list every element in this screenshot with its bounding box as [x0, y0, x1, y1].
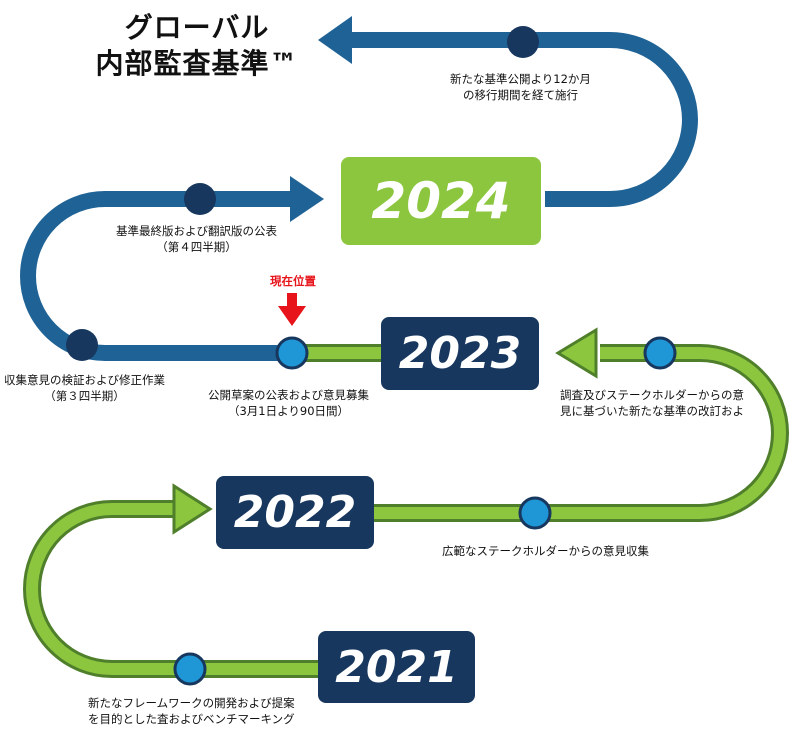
green-track-right-inner: [374, 347, 787, 519]
milestone-label-final-publish-line2: （第４四半期）: [156, 240, 237, 254]
year-badge-2023: 2023: [381, 317, 539, 390]
milestone-label-review-revise-line2: （第３四半期）: [44, 389, 125, 403]
milestone-label-public-comment-line1: 公開草案の公表および意見募集: [208, 388, 369, 402]
milestone-label-benchmarking-line1: 新たなフレームワークの開発および提案: [88, 696, 295, 710]
arrow-head-2024: [290, 176, 324, 222]
current-position-arrow-icon: [278, 293, 306, 326]
milestone-dot-transition: [507, 26, 539, 58]
milestone-label-benchmarking-line2: を目的とした査およびベンチマーキング: [88, 712, 295, 726]
milestone-label-research-revise-line1: 調査及びステークホルダーからの意: [560, 388, 744, 402]
milestone-label-public-comment-line2: （3月1日より90日間）: [227, 404, 350, 418]
arrow-head-top: [318, 16, 352, 64]
year-badge-2024: 2024: [341, 157, 541, 245]
milestone-label-transition-line1: 新たな基準公開より12か月: [450, 72, 591, 86]
milestone-dot-final-publish: [184, 183, 216, 215]
current-position-label: 現在位置: [270, 274, 316, 288]
milestone-label-stakeholder-input-line1: 広範なステークホルダーからの意見収集: [442, 544, 649, 558]
milestone-dot-public-comment: [275, 336, 309, 370]
milestone-label-review-revise: 収集意見の検証および修正作業 （第３四半期）: [4, 372, 165, 404]
milestone-dot-review-revise: [66, 329, 98, 361]
milestone-label-transition-line2: の移行期間を経て施行: [462, 88, 578, 102]
milestone-label-research-revise: 調査及びステークホルダーからの意 見に基づいた新たな基準の改訂およ: [560, 387, 744, 419]
milestone-label-transition: 新たな基準公開より12か月 の移行期間を経て施行: [450, 71, 591, 103]
title-line-1: グローバル: [124, 11, 270, 44]
arrow-head-2023: [555, 327, 598, 379]
milestone-dot-stakeholder-input: [518, 496, 552, 530]
green-track-left-inner: [25, 503, 318, 675]
milestone-label-final-publish: 基準最終版および翻訳版の公表 （第４四半期）: [116, 223, 277, 255]
title-line-2: 内部監査基準™: [95, 47, 299, 80]
milestone-label-review-revise-line1: 収集意見の検証および修正作業: [4, 373, 165, 387]
milestone-label-benchmarking: 新たなフレームワークの開発および提案 を目的とした査およびベンチマーキング: [88, 695, 295, 727]
year-badge-2022: 2022: [216, 476, 374, 549]
milestone-label-final-publish-line1: 基準最終版および翻訳版の公表: [116, 224, 277, 238]
blue-track-upper: [340, 32, 698, 207]
milestone-label-public-comment: 公開草案の公表および意見募集 （3月1日より90日間）: [208, 387, 369, 419]
milestone-dot-research-revise: [643, 336, 677, 370]
year-badge-2021: 2021: [318, 631, 475, 703]
milestone-dot-benchmarking: [173, 652, 207, 686]
page-title: グローバル 内部監査基準™: [92, 10, 302, 82]
arrow-head-2022: [172, 483, 213, 535]
milestone-label-stakeholder-input: 広範なステークホルダーからの意見収集: [442, 543, 649, 559]
milestone-label-research-revise-line2: 見に基づいた新たな基準の改訂およ: [560, 404, 744, 418]
